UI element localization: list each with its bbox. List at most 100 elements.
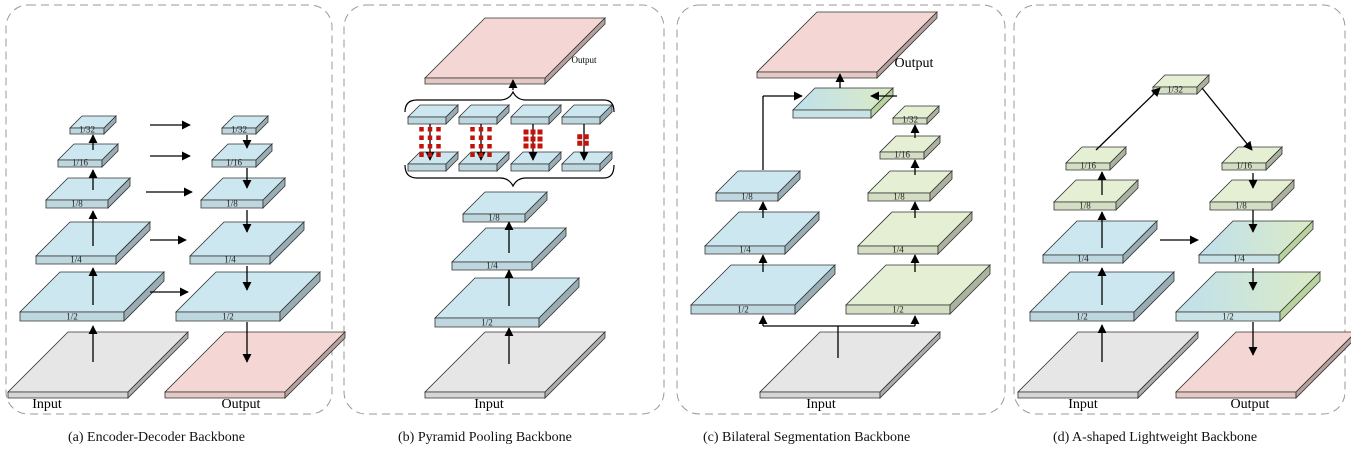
b-backbone-slab-3: 1/8 (462, 191, 548, 223)
pool-cell-1 (419, 144, 424, 149)
b-pool-bot-4 (561, 151, 613, 172)
pool-cell-4 (583, 140, 589, 146)
pooling-bracket (404, 90, 615, 188)
a-decoder-slab-4-label: 1/16 (226, 158, 243, 168)
c-semantic-slab-3-label: 1/8 (893, 192, 905, 202)
c-detail-slab-3: 1/8 (715, 170, 801, 202)
a-encoder-slab-1: 1/2 (19, 271, 165, 322)
b-pool-bot-1 (407, 151, 459, 172)
b-backbone-slab-3-label: 1/8 (488, 213, 500, 223)
a-encoder-slab-4-label: 1/16 (72, 158, 89, 168)
d-right-slab-4-label: 1/16 (1236, 161, 1253, 171)
d-up-diag (1095, 87, 1161, 151)
a-decoder-slab-2: 1/4 (189, 221, 305, 265)
b-input-plane (424, 331, 606, 399)
pool-cell-1 (436, 135, 441, 140)
panel-c-frame (676, 4, 1006, 415)
d-left-slab-1-label: 1/2 (1076, 312, 1088, 322)
pool-cell-2 (478, 135, 484, 140)
c-semantic-slab-5-label: 1/32 (902, 115, 918, 125)
d-left-slab-4: 1/16 (1065, 146, 1127, 171)
d-right-slab-3-label: 1/8 (1235, 201, 1247, 211)
pool-cell-1 (419, 127, 424, 132)
a-encoder-slab-4: 1/16 (57, 143, 119, 168)
pooling-grids (419, 127, 589, 157)
a-decoder-slab-3-label: 1/8 (226, 199, 238, 209)
pool-cell-4 (577, 140, 583, 146)
caption-c: (c) Bilateral Segmentation Backbone (703, 430, 911, 445)
d-down-diag (1201, 87, 1253, 151)
pool-cell-3 (523, 129, 529, 135)
b-output-plane (424, 17, 606, 85)
b-backbone-slab-1-label: 1/2 (481, 318, 493, 328)
pool-cell-3 (523, 136, 529, 142)
a-decoder-slab-2-label: 1/4 (224, 255, 236, 265)
d-left-slab-2-label: 1/4 (1077, 254, 1089, 264)
pool-cell-3 (530, 129, 536, 135)
c-semantic-slab-1-label: 1/2 (892, 305, 904, 315)
c-semantic-slab-1: 1/2 (845, 264, 991, 315)
b-backbone-slab-1: 1/2 (434, 277, 580, 328)
a-encoder-slab-1-label: 1/2 (66, 312, 78, 322)
pool-cell-1 (427, 144, 433, 149)
a-encoder-slab-5-label: 1/32 (79, 125, 95, 135)
panel-c-output-label: Output (895, 56, 934, 71)
d-right-slab-4: 1/16 (1221, 146, 1283, 171)
panel-labels: Input Output Input Output Input Output I… (32, 55, 1269, 412)
pool-cell-2 (470, 127, 475, 132)
pool-cell-2 (487, 152, 492, 157)
pool-cell-2 (478, 144, 484, 149)
b-pool-bot-2 (458, 151, 510, 172)
a-decoder-slab-5: 1/32 (221, 115, 269, 135)
a-output-plane (164, 331, 346, 399)
d-input-plane (1017, 331, 1199, 399)
a-decoder-slab-1: 1/2 (175, 271, 321, 322)
pool-cell-1 (419, 152, 424, 157)
panel-d-frame (1013, 4, 1346, 415)
pool-cell-1 (427, 152, 433, 157)
pool-cell-2 (487, 127, 492, 132)
d-right-slab-2: 1/4 (1198, 220, 1314, 264)
pool-cell-1 (427, 127, 433, 132)
panel-a-output-label: Output (222, 397, 261, 412)
d-top-slab: 1/32 (1152, 74, 1210, 95)
b-backbone-slab-2-label: 1/4 (486, 261, 498, 271)
a-encoder-slab-3: 1/8 (45, 177, 131, 209)
d-left-slab-4-label: 1/16 (1080, 161, 1097, 171)
d-left-slab-3: 1/8 (1053, 179, 1139, 211)
c-semantic-slab-2-label: 1/4 (892, 245, 904, 255)
pool-cell-3 (537, 143, 543, 149)
b-pool-top-3 (510, 104, 562, 125)
c-detail-slab-1-label: 1/2 (737, 305, 749, 315)
pool-cell-1 (436, 152, 441, 157)
pool-cell-3 (523, 143, 529, 149)
b-pool-top-4 (561, 104, 613, 125)
a-encoder-slab-5: 1/32 (69, 115, 117, 135)
pool-cell-2 (487, 144, 492, 149)
panel-b-frame (343, 4, 665, 415)
c-semantic-slab-3: 1/8 (867, 170, 953, 202)
caption-b: (b) Pyramid Pooling Backbone (398, 430, 572, 445)
caption-a: (a) Encoder-Decoder Backbone (68, 430, 245, 445)
c-detail-slab-1: 1/2 (690, 264, 836, 315)
pool-cell-2 (470, 135, 475, 140)
d-left-slab-2: 1/4 (1042, 220, 1158, 264)
b-pool-top-1 (407, 104, 459, 125)
c-semantic-slab-5: 1/32 (892, 105, 940, 125)
panel-a-input-label: Input (32, 397, 62, 412)
a-decoder-slab-5-label: 1/32 (231, 125, 247, 135)
pool-cell-4 (577, 134, 583, 140)
panel-b-output-label: Output (571, 55, 597, 65)
pool-cell-2 (470, 152, 475, 157)
a-input-plane (7, 331, 189, 399)
caption-d: (d) A-shaped Lightweight Backbone (1053, 430, 1258, 445)
pool-cell-3 (537, 136, 543, 142)
d-right-slab-1: 1/2 (1175, 271, 1321, 322)
a-encoder-slab-2-label: 1/4 (70, 255, 82, 265)
pool-cell-1 (436, 127, 441, 132)
panel-d-input-label: Input (1068, 397, 1098, 412)
panel-b-input-label: Input (474, 397, 504, 412)
panel-c-input-label: Input (806, 397, 836, 412)
pool-cell-1 (427, 135, 433, 140)
pool-cell-3 (537, 129, 543, 135)
